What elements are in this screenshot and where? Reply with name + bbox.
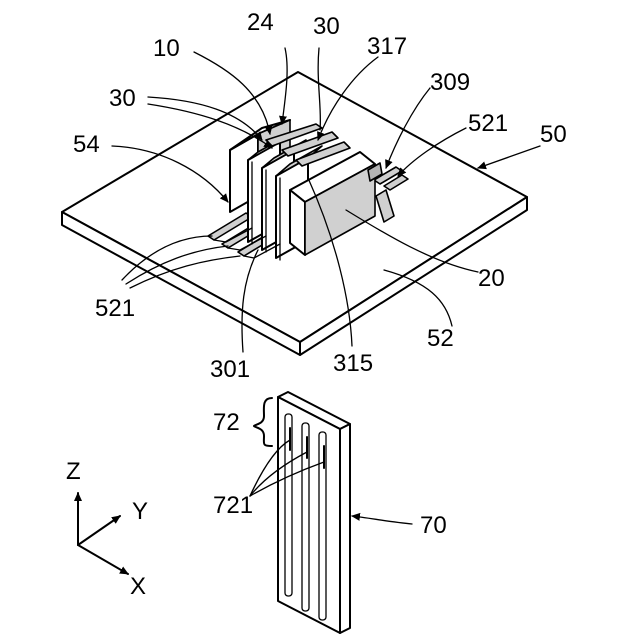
label-20: 20 [478, 265, 505, 292]
label-301: 301 [210, 356, 250, 383]
label-521-left: 521 [95, 295, 135, 322]
label-30-top: 30 [313, 13, 340, 40]
coordinate-axes: Z Y X [66, 458, 148, 600]
axis-x-label: X [130, 573, 146, 600]
flex-circuit [254, 392, 350, 633]
axis-z-label: Z [66, 458, 81, 485]
label-30-left: 30 [109, 85, 136, 112]
axis-y-label: Y [132, 498, 148, 525]
label-317: 317 [367, 33, 407, 60]
label-315: 315 [333, 350, 373, 377]
label-54: 54 [73, 131, 100, 158]
label-309: 309 [430, 69, 470, 96]
label-70: 70 [420, 512, 447, 539]
label-24: 24 [247, 9, 274, 36]
label-721: 721 [213, 492, 253, 519]
label-50: 50 [540, 121, 567, 148]
label-521-right: 521 [468, 110, 508, 137]
label-10: 10 [153, 35, 180, 62]
label-52: 52 [427, 325, 454, 352]
label-72: 72 [213, 409, 240, 436]
